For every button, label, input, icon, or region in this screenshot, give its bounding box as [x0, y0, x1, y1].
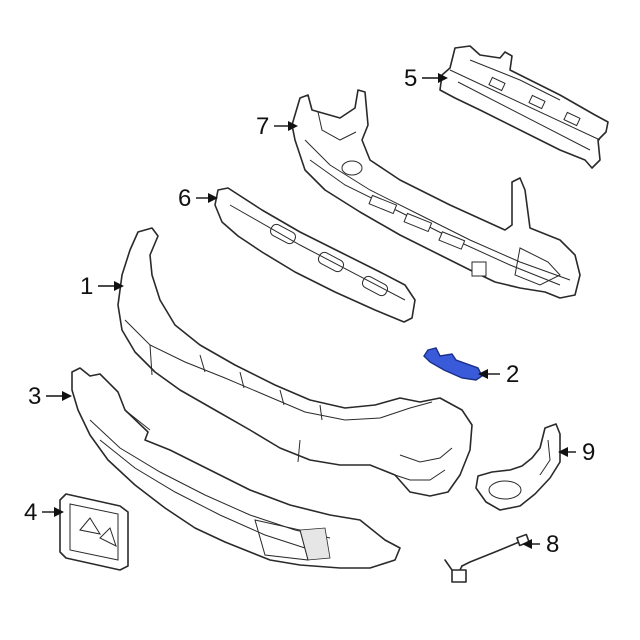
- part-2-bracket-highlighted[interactable]: [423, 347, 483, 381]
- callout-label-5: 5: [404, 65, 417, 92]
- callout-label-1: 1: [80, 273, 93, 300]
- callout-label-9: 9: [582, 439, 595, 466]
- part-3-lower-valance[interactable]: [71, 367, 401, 569]
- callout-label-7: 7: [256, 113, 269, 140]
- callout-label-8: 8: [546, 531, 559, 558]
- callout-label-2: 2: [506, 361, 519, 388]
- callout-9: 9: [558, 439, 595, 466]
- part-7-reinforcement-beam[interactable]: [291, 89, 581, 299]
- callout-3: 3: [28, 383, 72, 410]
- part-9-side-bracket[interactable]: [475, 423, 561, 511]
- callout-2: 2: [478, 361, 519, 388]
- callout-8: 8: [522, 531, 559, 558]
- callout-5: 5: [404, 65, 448, 92]
- callout-6: 6: [178, 185, 218, 212]
- callout-label-3: 3: [28, 383, 41, 410]
- part-6-energy-absorber[interactable]: [214, 187, 416, 323]
- part-4-license-bracket[interactable]: [59, 493, 129, 571]
- part-8-wiring-harness[interactable]: [444, 533, 530, 583]
- callout-7: 7: [256, 113, 298, 140]
- callout-4: 4: [24, 499, 64, 526]
- callout-1: 1: [80, 273, 124, 300]
- callout-label-6: 6: [178, 185, 191, 212]
- part-1-bumper-cover[interactable]: [117, 227, 473, 497]
- callout-label-4: 4: [24, 499, 37, 526]
- part-5-upper-reinforcement[interactable]: [439, 45, 609, 169]
